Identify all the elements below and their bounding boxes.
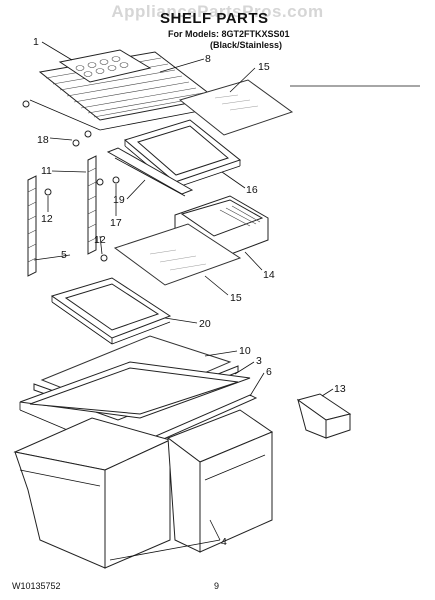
shelf-ladder-left[interactable] [27, 175, 37, 277]
callout-13: 13 [334, 383, 346, 395]
crisper-drawer-right[interactable] [166, 409, 274, 553]
callout-5: 5 [61, 249, 67, 261]
slide-rail[interactable] [106, 147, 194, 197]
callout-12-right: 12 [94, 234, 106, 246]
end-caps[interactable] [22, 100, 92, 147]
callout-17: 17 [110, 217, 122, 229]
glass-shelf-middle[interactable] [113, 223, 242, 286]
callout-15-top: 15 [258, 61, 270, 73]
watermark: AppliancePartsPros.com [111, 2, 324, 21]
callout-12-left: 12 [41, 213, 53, 225]
glass-shelf-top[interactable] [178, 79, 294, 136]
document-number: W10135752 [12, 581, 61, 591]
models-line: For Models: 8GT2FTKXSS01 [168, 29, 290, 39]
callout-20: 20 [199, 318, 211, 330]
callout-11: 11 [41, 165, 52, 177]
callout-16: 16 [246, 184, 258, 196]
callout-8: 8 [205, 53, 211, 65]
callout-4: 4 [221, 536, 227, 548]
callout-1: 1 [33, 36, 39, 48]
page-title: SHELF PARTS [160, 10, 269, 27]
door-bin[interactable] [296, 393, 352, 439]
egg-tray[interactable] [58, 49, 152, 83]
callout-6: 6 [266, 366, 272, 378]
callout-3: 3 [256, 355, 262, 367]
crisper-drawer-left[interactable] [13, 417, 172, 569]
leader-lines [33, 41, 334, 561]
callout-18: 18 [37, 134, 49, 146]
screws[interactable] [44, 176, 120, 262]
page-number: 9 [214, 581, 220, 591]
callout-10: 10 [239, 345, 251, 357]
callout-19: 19 [113, 194, 125, 206]
callout-15-middle: 15 [230, 292, 242, 304]
shelf-ladder-right[interactable] [87, 155, 97, 255]
callout-14: 14 [263, 269, 275, 281]
callout-labels: 1 8 15 18 16 11 19 12 17 12 14 5 15 20 1… [33, 36, 346, 548]
shelf-frame[interactable] [123, 119, 242, 189]
model-variant: (Black/Stainless) [210, 40, 283, 50]
shelf-frame-lower[interactable] [50, 277, 172, 345]
